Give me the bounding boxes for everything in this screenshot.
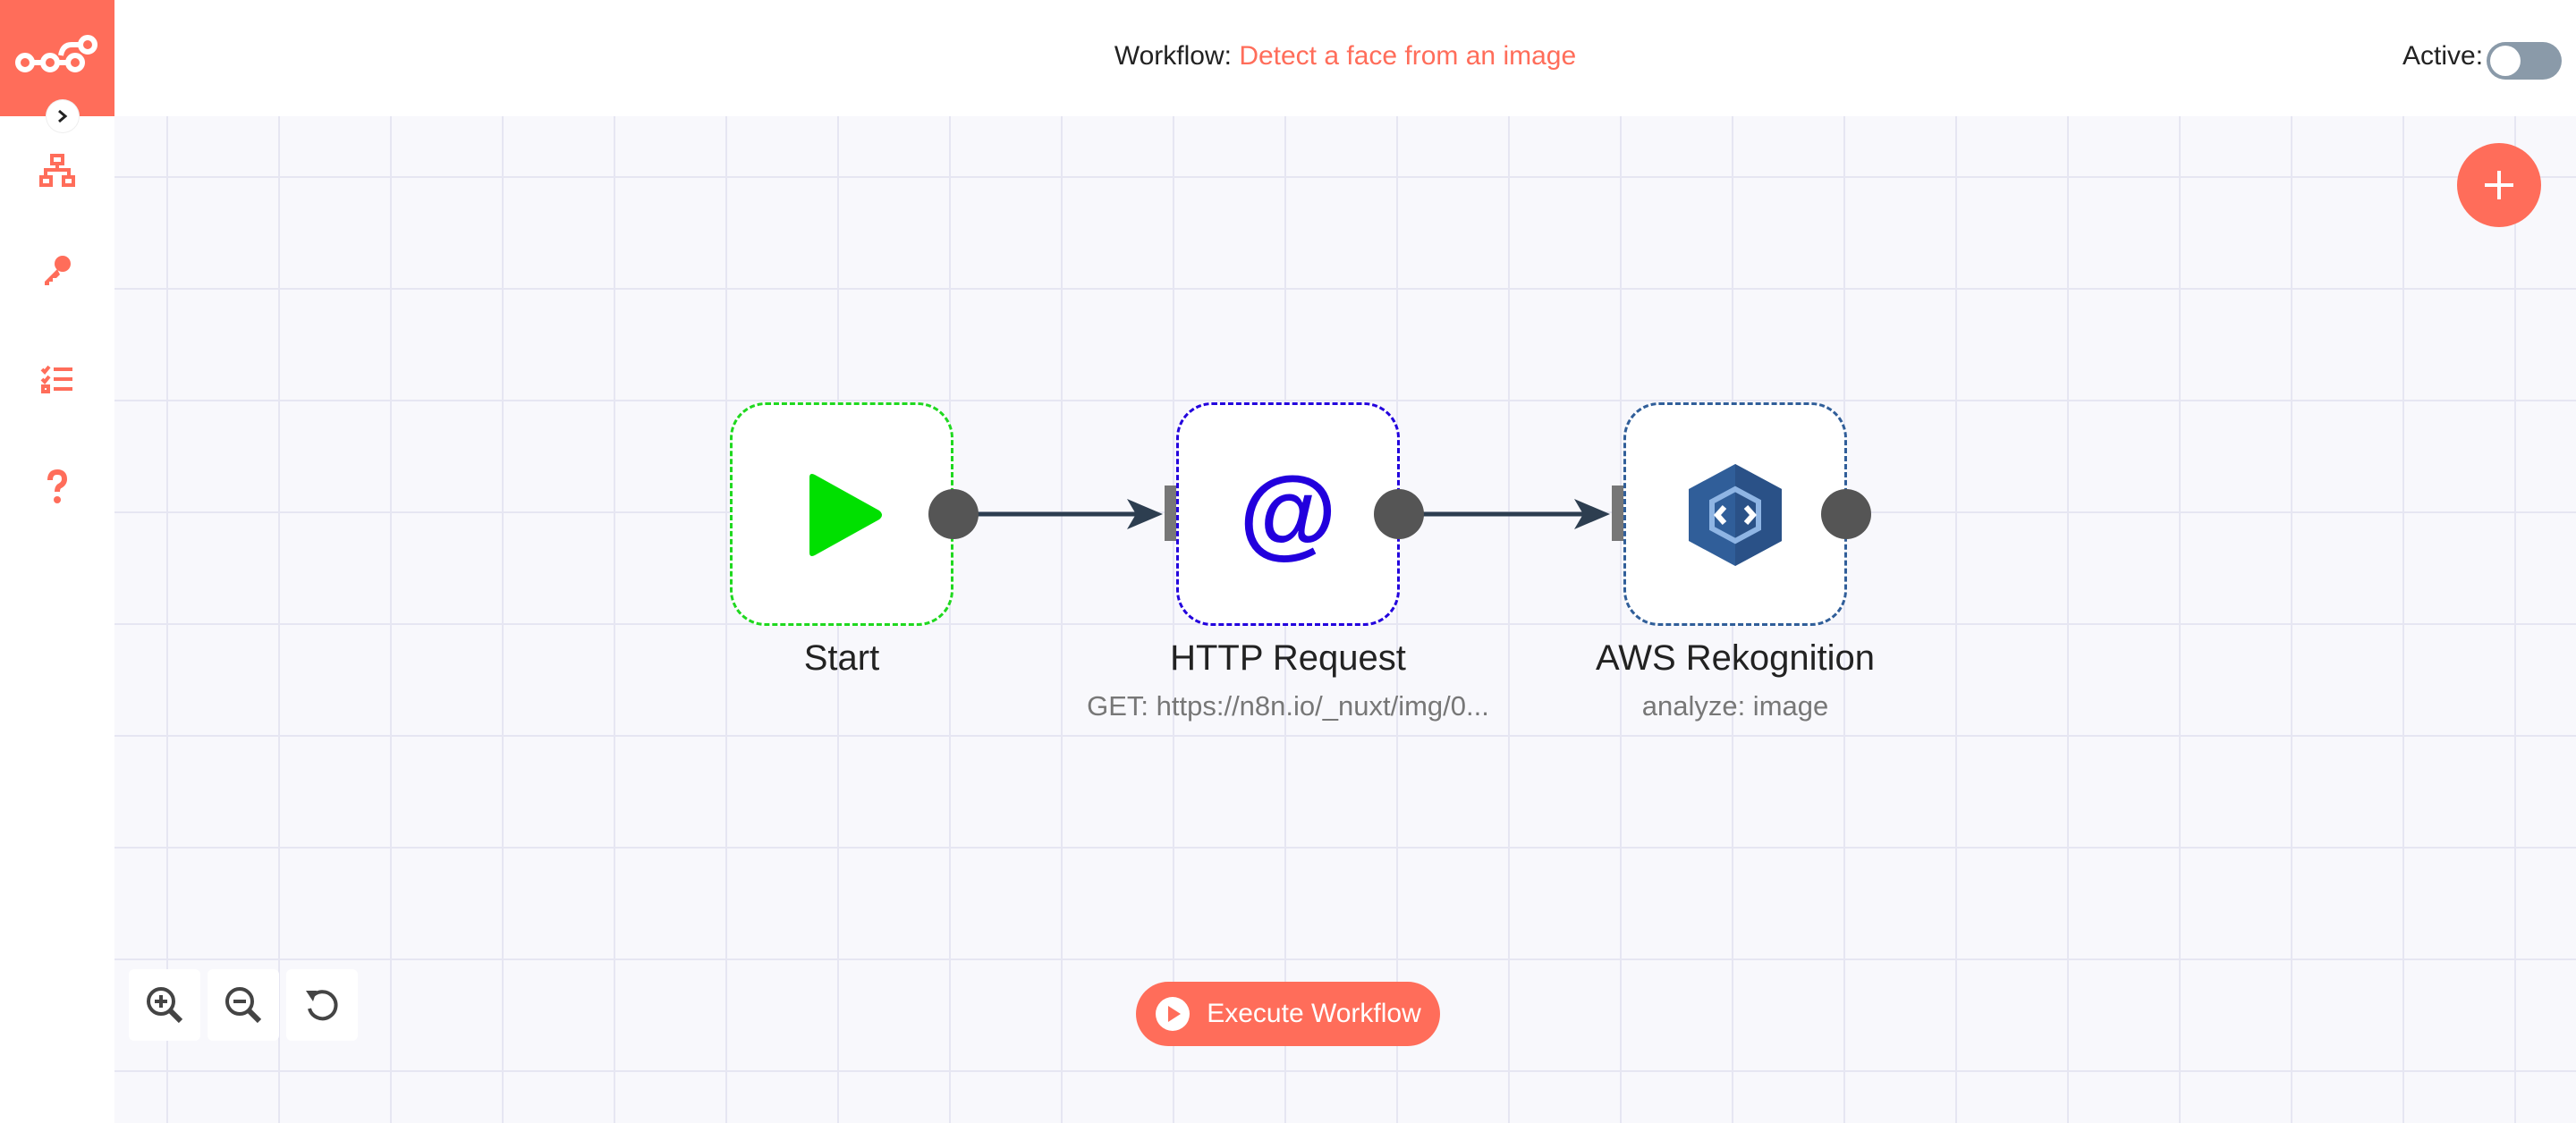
play-circle-icon: [1156, 997, 1191, 1031]
chevron-right-icon: [58, 109, 68, 123]
active-label: Active:: [2402, 41, 2484, 71]
sidebar-item-executions[interactable]: [34, 356, 80, 402]
aws-rekognition-icon: [1689, 464, 1782, 566]
output-port-aws-rekognition[interactable]: [1821, 489, 1871, 539]
node-title-start: Start: [803, 638, 880, 678]
node-subtitle-aws-rekognition: analyze: image: [1641, 690, 1829, 722]
undo-icon: [306, 990, 338, 1021]
active-toggle[interactable]: [2487, 42, 2562, 80]
sidebar-item-credentials[interactable]: [34, 247, 80, 293]
svg-text:@: @: [1239, 460, 1336, 568]
workflow-name[interactable]: Detect a face from an image: [1239, 41, 1577, 71]
top-bar: Workflow: Detect a face from an image Ac…: [114, 0, 2576, 116]
reset-zoom-button[interactable]: [286, 969, 358, 1041]
execute-workflow-button[interactable]: Execute Workflow: [1136, 982, 1440, 1046]
zoom-out-button[interactable]: [208, 969, 279, 1041]
network-wired-icon: [39, 154, 75, 187]
execute-workflow-label: Execute Workflow: [1207, 999, 1421, 1028]
output-port-http-request[interactable]: [1374, 489, 1424, 539]
node-title-aws-rekognition: AWS Rekognition: [1596, 638, 1875, 678]
workflow-label: Workflow:: [1114, 41, 1232, 71]
node-aws-rekognition[interactable]: [1623, 402, 1847, 626]
n8n-logo-icon: [15, 35, 97, 72]
sidebar: [0, 0, 114, 1123]
add-node-button[interactable]: [2457, 143, 2541, 227]
zoom-in-icon: [147, 987, 183, 1024]
n8n-logo[interactable]: [0, 0, 114, 116]
node-start[interactable]: [730, 402, 953, 626]
play-icon: [809, 474, 882, 556]
plus-icon: [2485, 171, 2513, 199]
workflow-title: Workflow: Detect a face from an image: [114, 41, 2576, 72]
output-port-start[interactable]: [928, 489, 979, 539]
tasks-icon: [40, 365, 72, 393]
sidebar-expand-button[interactable]: [47, 100, 79, 132]
node-title-http-request: HTTP Request: [1170, 638, 1406, 678]
question-icon: [47, 469, 68, 503]
key-icon: [45, 256, 71, 285]
node-http-request[interactable]: @: [1176, 402, 1400, 626]
sidebar-item-workflows[interactable]: [34, 147, 80, 193]
zoom-out-icon: [225, 987, 262, 1024]
at-icon: @: [1239, 460, 1336, 568]
toggle-knob: [2490, 46, 2521, 76]
sidebar-item-help[interactable]: [34, 463, 80, 510]
zoom-in-button[interactable]: [129, 969, 200, 1041]
node-subtitle-http-request: GET: https://n8n.io/_nuxt/img/0...: [1087, 690, 1489, 722]
